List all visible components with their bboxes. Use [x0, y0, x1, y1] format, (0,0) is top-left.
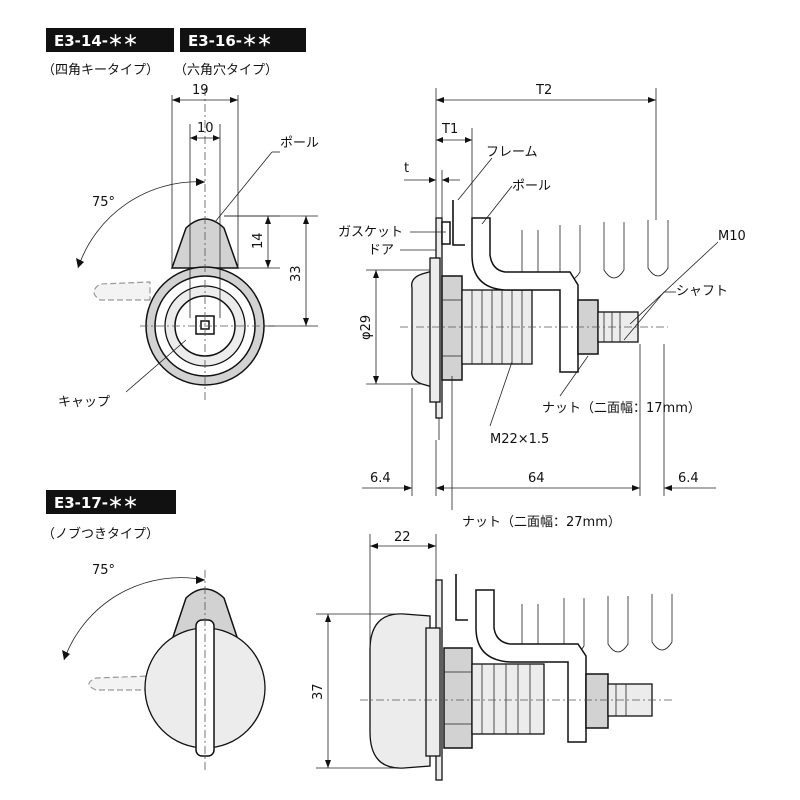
rotation-arc-knob: [63, 577, 206, 661]
dim-64: 64: [528, 471, 545, 486]
dim-37: 37: [311, 683, 326, 700]
side-view-top: T2 T1 t φ29 6.4 64 6.4: [338, 83, 746, 530]
front-view-top: 75° 19 10 14: [58, 83, 319, 410]
label-frame: フレーム: [486, 145, 538, 160]
dim-t1: T1: [441, 122, 458, 137]
dim-22: 22: [394, 530, 411, 545]
nut-17-knob: [585, 673, 609, 729]
model-badge-e3-16: E3-16-＊＊: [180, 28, 306, 52]
model-label-e3-17: E3-17-＊＊: [54, 494, 138, 512]
type-label-square-key: （四角キータイプ）: [42, 63, 159, 78]
knob-side: [369, 613, 431, 769]
dim-t2: T2: [535, 83, 552, 98]
label-shaft: シャフト: [676, 284, 728, 299]
rotated-pawl-ghost: [93, 281, 151, 301]
model-label-e3-16: E3-16-＊＊: [188, 32, 272, 50]
frame: [452, 200, 465, 246]
model-label-e3-14: E3-14-＊＊: [54, 32, 138, 50]
nut-27-knob: [443, 647, 473, 749]
dim-angle-75-bottom: 75°: [92, 563, 115, 578]
label-gasket: ガスケット: [338, 225, 403, 240]
dim-angle-75-top: 75°: [92, 195, 115, 210]
type-label-hex-socket: （六角穴タイプ）: [174, 63, 278, 78]
dim-33: 33: [289, 265, 304, 282]
dim-14: 14: [251, 232, 266, 249]
housing-knob: [471, 663, 545, 735]
dim-6-4-left: 6.4: [370, 471, 391, 486]
dim-6-4-right: 6.4: [678, 471, 699, 486]
dim-phi29: φ29: [359, 315, 374, 340]
front-view-knob: 75°: [62, 563, 266, 770]
model-badge-e3-17: E3-17-＊＊: [46, 490, 176, 514]
label-pawl-side: ポール: [512, 179, 551, 194]
label-m22: M22×1.5: [490, 432, 549, 447]
dim-10: 10: [197, 121, 214, 136]
label-m10: M10: [718, 229, 746, 244]
label-nut-27: ナット（二面幅：27mm）: [462, 515, 621, 530]
model-badge-e3-14: E3-14-＊＊: [46, 28, 174, 52]
rotated-knob-ghost: [88, 675, 151, 691]
rotation-arc: [77, 181, 206, 269]
flange: [429, 257, 441, 403]
dim-t: t: [404, 161, 409, 176]
type-label-knob: （ノブつきタイプ）: [42, 526, 159, 542]
label-door: ドア: [368, 243, 394, 258]
dim-19: 19: [192, 83, 209, 98]
flange-knob: [425, 627, 441, 757]
gasket: [441, 221, 451, 245]
side-view-knob: 22 37: [311, 530, 673, 781]
nut-27: [441, 275, 463, 381]
label-cap: キャップ: [58, 395, 110, 410]
shaft-knob: [607, 683, 653, 717]
label-nut-17: ナット（二面幅：17mm）: [542, 401, 701, 416]
label-pawl-front: ポール: [280, 136, 319, 151]
frame-knob: [455, 574, 468, 621]
